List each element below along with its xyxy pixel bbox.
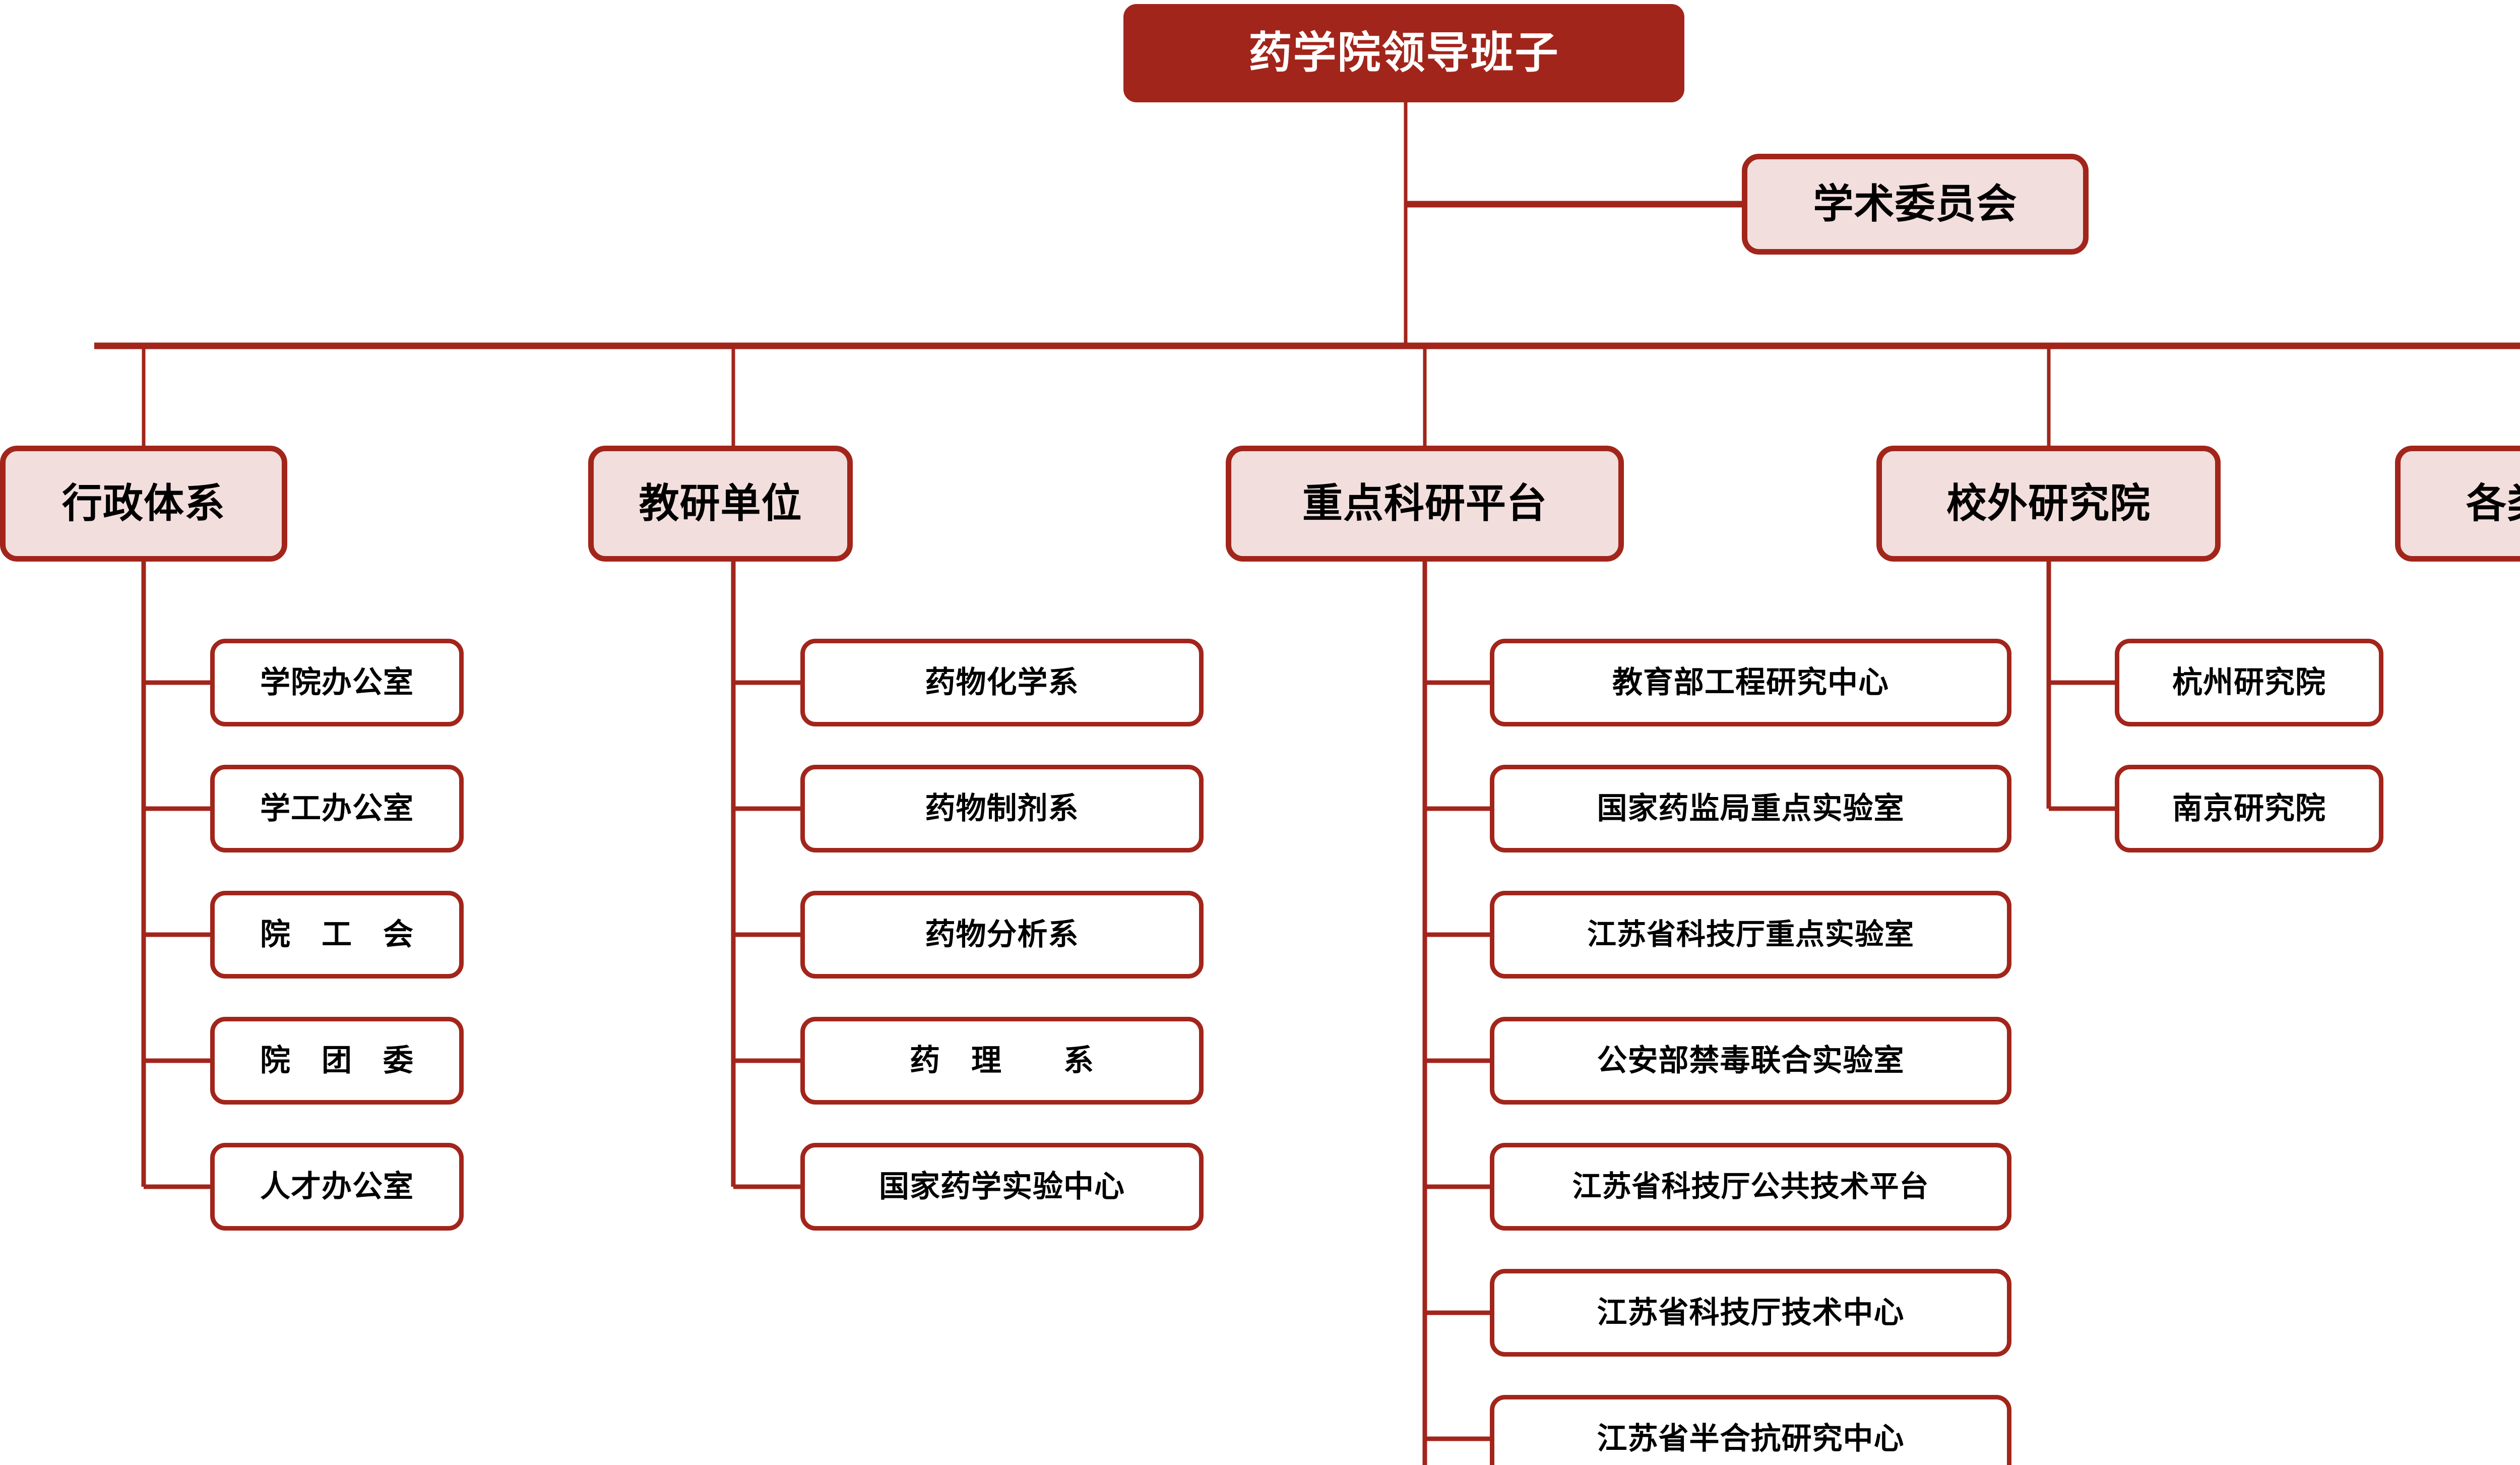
leaf-node-3-6[interactable]: 江苏省科技厅技术中心	[1490, 1269, 2011, 1357]
leaf-node-3-5[interactable]: 江苏省科技厅公共技术平台	[1490, 1143, 2011, 1231]
side-node-academic-committee[interactable]: 学术委员会	[1742, 154, 2089, 255]
leaf-node-3-3[interactable]: 江苏省科技厅重点实验室	[1490, 891, 2011, 979]
leaf-node-3-1[interactable]: 教育部工程研究中心	[1490, 639, 2011, 726]
leaf-node-4-1[interactable]: 杭州研究院	[2115, 639, 2383, 726]
leaf-node-3-4[interactable]: 公安部禁毒联合实验室	[1490, 1017, 2011, 1105]
category-node-3[interactable]: 重点科研平台	[1226, 446, 1624, 562]
leaf-node-1-3[interactable]: 院 工 会	[210, 891, 464, 979]
leaf-node-3-1-label: 教育部工程研究中心	[1612, 665, 1889, 699]
leaf-node-2-5[interactable]: 国家药学实验中心	[800, 1143, 1204, 1231]
leaf-node-2-1-label: 药物化学系	[925, 665, 1079, 699]
leaf-node-3-3-label: 江苏省科技厅重点实验室	[1587, 918, 1914, 951]
category-node-3-label: 重点科研平台	[1302, 481, 1547, 526]
leaf-node-4-2-label: 南京研究院	[2172, 791, 2326, 825]
leaf-node-2-3[interactable]: 药物分析系	[800, 891, 1204, 979]
leaf-node-2-1[interactable]: 药物化学系	[800, 639, 1204, 726]
leaf-node-4-2[interactable]: 南京研究院	[2115, 765, 2383, 852]
category-node-2-label: 教研单位	[639, 481, 802, 526]
leaf-node-3-2[interactable]: 国家药监局重点实验室	[1490, 765, 2011, 852]
leaf-node-2-4[interactable]: 药 理 系	[800, 1017, 1204, 1105]
category-node-4[interactable]: 校外研究院	[1876, 446, 2221, 562]
category-node-5-label: 各类委员会	[2466, 481, 2520, 526]
leaf-node-2-2-label: 药物制剂系	[925, 791, 1079, 825]
category-node-5[interactable]: 各类委员会	[2395, 446, 2520, 562]
leaf-node-2-5-label: 国家药学实验中心	[879, 1170, 1125, 1203]
root-node[interactable]: 药学院领导班子	[1123, 4, 1684, 102]
side-node-academic-committee-label: 学术委员会	[1813, 181, 2018, 226]
leaf-node-1-4-label: 院 团 委	[260, 1044, 414, 1077]
category-node-1-label: 行政体系	[62, 481, 225, 526]
leaf-node-1-4[interactable]: 院 团 委	[210, 1017, 464, 1105]
leaf-node-3-4-label: 公安部禁毒联合实验室	[1597, 1044, 1905, 1077]
leaf-node-2-2[interactable]: 药物制剂系	[800, 765, 1204, 852]
leaf-node-1-5-label: 人才办公室	[260, 1170, 414, 1203]
category-node-1[interactable]: 行政体系	[0, 446, 287, 562]
leaf-node-1-2-label: 学工办公室	[260, 791, 414, 825]
leaf-node-2-4-label: 药 理 系	[910, 1044, 1094, 1077]
leaf-node-1-3-label: 院 工 会	[260, 918, 414, 951]
leaf-node-3-5-label: 江苏省科技厅公共技术平台	[1572, 1170, 1929, 1203]
leaf-node-3-6-label: 江苏省科技厅技术中心	[1597, 1296, 1905, 1329]
leaf-node-1-5[interactable]: 人才办公室	[210, 1143, 464, 1231]
leaf-node-3-7[interactable]: 江苏省半合抗研究中心	[1490, 1395, 2011, 1465]
leaf-node-2-3-label: 药物分析系	[925, 918, 1079, 951]
leaf-node-1-1-label: 学院办公室	[260, 665, 414, 699]
leaf-node-4-1-label: 杭州研究院	[2172, 665, 2326, 699]
leaf-node-3-7-label: 江苏省半合抗研究中心	[1597, 1422, 1905, 1455]
category-node-4-label: 校外研究院	[1946, 481, 2151, 526]
leaf-node-1-2[interactable]: 学工办公室	[210, 765, 464, 852]
leaf-node-3-2-label: 国家药监局重点实验室	[1597, 791, 1905, 825]
root-node-label: 药学院领导班子	[1248, 29, 1559, 78]
category-node-2[interactable]: 教研单位	[588, 446, 853, 562]
leaf-node-1-1[interactable]: 学院办公室	[210, 639, 464, 726]
